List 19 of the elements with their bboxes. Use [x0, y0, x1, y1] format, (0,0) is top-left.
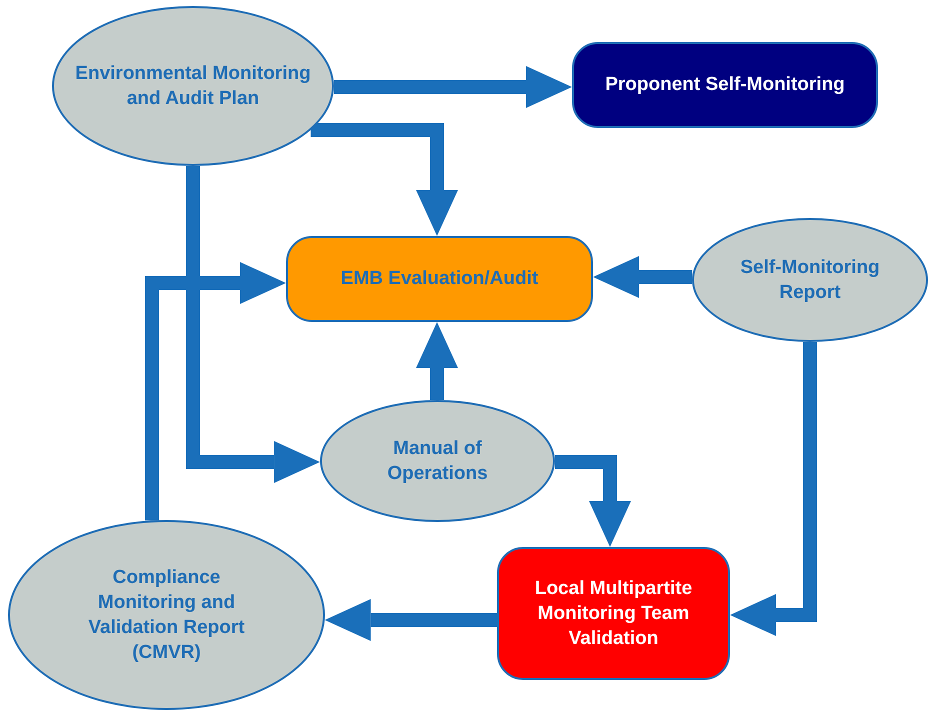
node-label: Manual of Operations — [386, 436, 489, 486]
node-label: Compliance Monitoring and Validation Report (CMVR) — [87, 566, 246, 666]
node-label: EMB Evaluation/Audit — [340, 267, 538, 292]
arrow — [334, 66, 572, 108]
node-label: Self-Monitoring Report — [739, 256, 881, 305]
arrow — [593, 256, 692, 298]
arrow — [416, 322, 458, 400]
process-box — [497, 547, 730, 680]
arrow — [324, 599, 497, 641]
arrow — [730, 342, 817, 636]
node-label: Proponent Self-Monitoring — [605, 73, 845, 98]
node-label: Local Multipartite Monitoring Team Validation — [534, 576, 694, 652]
arrow — [310, 123, 458, 236]
node-label: Environmental Monitoring and Audit Plan — [74, 62, 312, 111]
process-box — [572, 42, 878, 128]
arrow — [186, 166, 320, 483]
arrow — [554, 455, 631, 547]
process-box — [286, 236, 593, 322]
arrow — [145, 262, 286, 520]
